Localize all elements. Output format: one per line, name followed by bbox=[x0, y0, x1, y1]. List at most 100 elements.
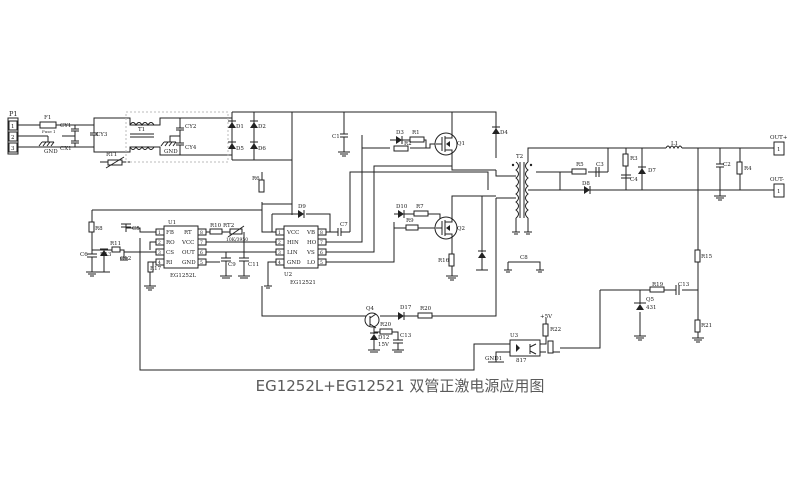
out-negative-pin: 1 bbox=[777, 189, 781, 195]
diode-d2: D2 bbox=[250, 120, 266, 130]
fuse-f1: F1 Fuse 1 bbox=[39, 115, 57, 134]
cap-cy4: CY4 bbox=[176, 136, 197, 155]
ic-u1-pin-num-2: 2 bbox=[158, 240, 161, 246]
transistor-q4: Q4 bbox=[364, 306, 380, 329]
zener-d13-value: 15V bbox=[378, 342, 390, 348]
transformer-t2-ref: T2 bbox=[516, 154, 523, 160]
diode-d3: D3 bbox=[396, 130, 410, 144]
thermistor-rt2: RT2 10K/3950 bbox=[223, 223, 248, 243]
cap-c9-ref: C9 bbox=[228, 262, 236, 268]
shunt-q5-ref: Q5 bbox=[646, 297, 655, 303]
shunt-q5-part: 431 bbox=[646, 305, 657, 311]
zener-d13: D12 15V bbox=[368, 332, 390, 353]
diode-d12: D13 bbox=[98, 248, 112, 273]
ic-u1-pin-gnd: GND bbox=[182, 260, 196, 266]
ic-u2-name: EG12521 bbox=[290, 280, 316, 286]
resistor-r13-ref: R15 bbox=[701, 254, 713, 260]
svg-text:D17: D17 bbox=[400, 305, 412, 311]
diode-d17: D17 bbox=[398, 305, 412, 320]
ic-u1-pin-vcc: VCC bbox=[181, 240, 194, 246]
cap-c7: C6 bbox=[80, 250, 98, 277]
out-positive-ref: OUT+ bbox=[770, 135, 788, 141]
diode-d8: D8 bbox=[582, 181, 591, 194]
out-positive-pin: 1 bbox=[777, 147, 781, 153]
diode-d10-ref: D10 bbox=[396, 204, 408, 210]
resistor-r10: R10 bbox=[209, 223, 223, 235]
cap-c6: C7 bbox=[326, 222, 350, 236]
cap-cy3: CX1 bbox=[60, 136, 79, 152]
ic-u2-pin-num-5: 5 bbox=[320, 260, 323, 266]
resistor-r15: R16 bbox=[438, 253, 455, 267]
transformer-t2: T2 bbox=[511, 154, 533, 219]
ic-u2-pin-vb: VB bbox=[306, 230, 315, 236]
diode-d8-ref: D8 bbox=[582, 181, 590, 187]
cap-cy1-ref: CY1 bbox=[60, 123, 71, 129]
cap-c1: C1 bbox=[332, 112, 350, 157]
mosfet-q1-ref: Q1 bbox=[457, 141, 465, 147]
cap-c1-ref: C1 bbox=[332, 134, 340, 140]
cap-c3-ref: C3 bbox=[596, 162, 604, 168]
optocoupler-u3: U3 817 bbox=[509, 333, 541, 364]
input-pin-2: 2 bbox=[11, 135, 15, 141]
mosfet-q2: Q2 bbox=[434, 195, 496, 258]
ic-u2-ref: U2 bbox=[284, 272, 292, 278]
cap-c4-ref: C4 bbox=[630, 177, 638, 183]
diode-d7-ref: D7 bbox=[648, 168, 656, 174]
out-negative-connector: 1 OUT- bbox=[770, 177, 785, 198]
choke-t1-ref: T1 bbox=[138, 127, 145, 133]
cap-cy2: CY2 bbox=[176, 118, 196, 136]
optocoupler-u3-ref: U3 bbox=[510, 333, 519, 339]
earth-ground-symbol: GND bbox=[38, 136, 58, 155]
zener-d13-ref: D12 bbox=[378, 335, 389, 341]
diode-d2-ref: D2 bbox=[258, 124, 266, 130]
cap-c5: C5 bbox=[121, 223, 140, 232]
resistor-r5: R5 bbox=[571, 162, 587, 175]
figure-caption: EG1252L+EG12521 双管正激电源应用图 bbox=[255, 377, 545, 395]
ic-u2-pin-vcc: VCC bbox=[286, 230, 299, 236]
ic-u2-pin-hin: HIN bbox=[287, 240, 299, 246]
resistor-r9: R9 bbox=[405, 218, 419, 231]
ic-u2-pin-lo: LO bbox=[307, 260, 316, 266]
resistor-r1: R1 bbox=[409, 130, 425, 143]
diode-d7: D7 bbox=[638, 166, 656, 174]
thermistor-rt2-value: 10K/3950 bbox=[226, 237, 248, 243]
cap-c9: C9 bbox=[220, 252, 236, 279]
resistor-r9-ref: R9 bbox=[406, 218, 414, 224]
cap-c8: C8 bbox=[504, 255, 544, 273]
ic-u1-pin-num-6: 6 bbox=[200, 250, 203, 256]
ic-u1-pin-fb: FB bbox=[166, 230, 174, 236]
cap-c8-ref: C8 bbox=[520, 255, 528, 261]
cap-cy4-ref: CY4 bbox=[185, 145, 197, 151]
resistor-r21-ref: R22 bbox=[550, 327, 561, 333]
cap-cy3-ref: CX1 bbox=[60, 146, 72, 152]
resistor-r17: R19 bbox=[649, 282, 665, 293]
cap-c12-ref: C13 bbox=[678, 282, 690, 288]
ic-u1-name: EG1252L bbox=[170, 273, 196, 279]
ic-u1-pin-out: OUT bbox=[182, 250, 195, 256]
resistor-r11: R11 bbox=[110, 241, 121, 253]
gnd-label-left: GND bbox=[44, 149, 58, 155]
resistor-r6: R6 bbox=[252, 172, 265, 210]
resistor-r8-ref: R8 bbox=[95, 226, 103, 232]
earth-ground-symbol-2: GND bbox=[160, 135, 180, 155]
ic-u2-pin-gnd: GND bbox=[287, 260, 301, 266]
diode-d9-ref: D9 bbox=[298, 204, 306, 210]
cap-c10-ref: C11 bbox=[248, 262, 259, 268]
diode-d1: D1 bbox=[228, 120, 244, 130]
diode-d9: D9 bbox=[298, 204, 306, 218]
ic-u2-pin-num-6: 6 bbox=[320, 250, 323, 256]
inductor-l1-ref: L1 bbox=[671, 141, 678, 147]
ic-u1-pin-ri: RI bbox=[166, 260, 172, 266]
ic-u2-pin-ho: HO bbox=[307, 240, 317, 246]
ic-u2-pin-num-8: 8 bbox=[320, 230, 323, 236]
cap-c4: C4 bbox=[621, 174, 638, 183]
resistor-r6-ref: R6 bbox=[252, 176, 260, 182]
thermistor-rt1-ref: RT1 bbox=[106, 152, 117, 158]
diode-d3-ref: D3 bbox=[396, 130, 404, 136]
fuse-f1-value: Fuse 1 bbox=[42, 129, 56, 134]
cap-c2: C2 bbox=[714, 148, 731, 201]
resistor-r3: R3 bbox=[622, 153, 638, 167]
resistor-r4: R4 bbox=[736, 148, 752, 190]
resistor-r18: R20 bbox=[417, 306, 433, 319]
